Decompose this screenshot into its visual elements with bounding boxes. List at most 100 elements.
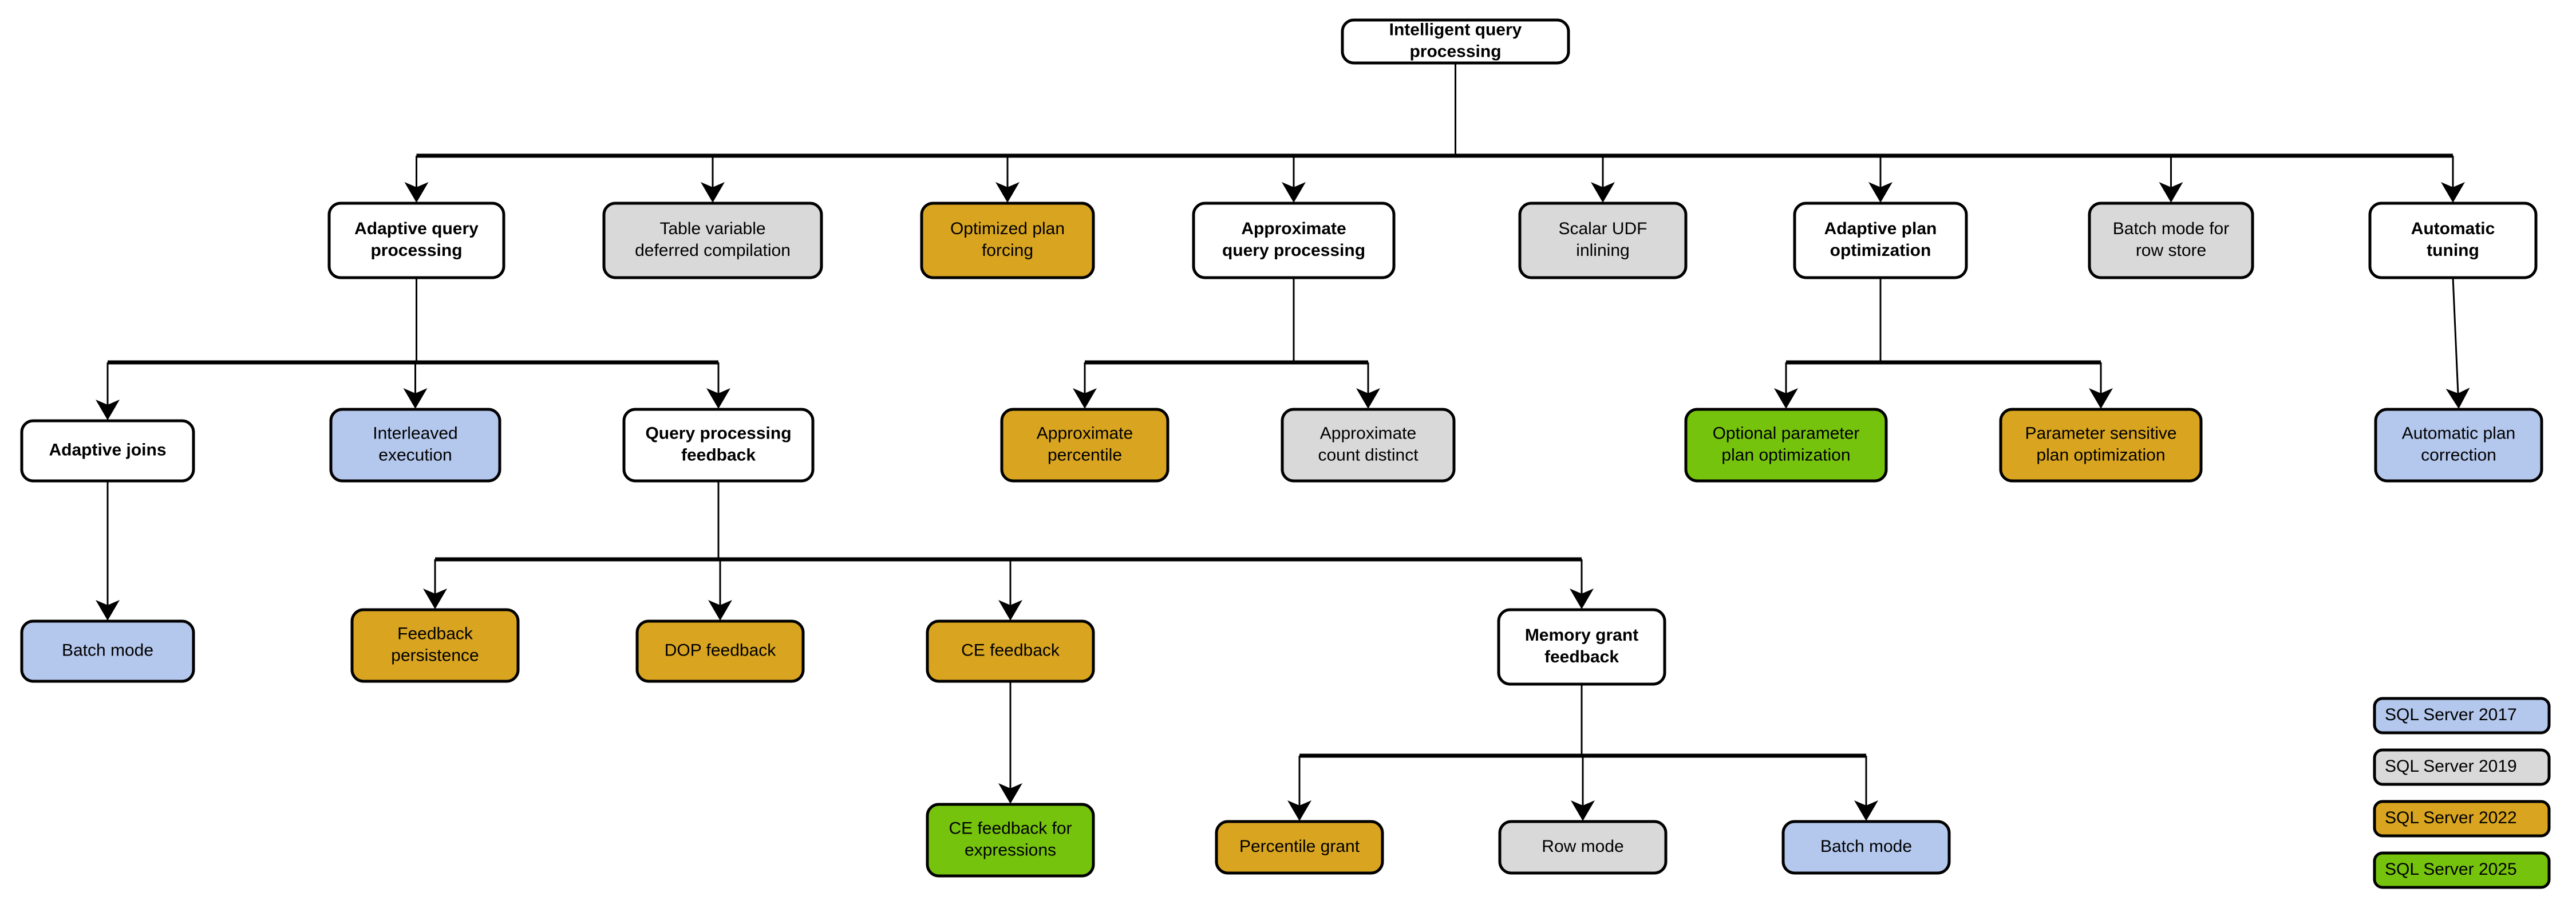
node-box [1341,18,1570,65]
node-optional-parameter-plan-optimization[interactable]: Optional parameter plan optimization [1684,408,1888,483]
connector-to-automatic-plan-correction [2445,277,2470,409]
node-label: Optional parameter [1713,424,1860,443]
node-label: plan optimization [2036,445,2165,464]
node-batch-mode-for-row-store[interactable]: Batch mode for row store [2088,202,2254,279]
node-label: Query processing [645,424,791,443]
node-label: Scalar UDF [1558,219,1647,238]
node-label: Approximate [1241,219,1346,238]
node-label: Batch mode [62,641,153,660]
node-query-processing-feedback[interactable]: Query processing feedback [622,408,815,483]
node-automatic-plan-correction[interactable]: Automatic plan correction [2374,408,2543,483]
legend-swatch [2373,851,2551,889]
node-box [1498,820,1668,875]
node-box [1781,820,1951,875]
legend-swatch [2373,697,2551,735]
legend-swatch [2373,748,2551,786]
node-box [926,619,1095,683]
node-label: Automatic [2411,219,2495,238]
node-label: Optimized plan [950,219,1065,238]
node-label: CE feedback [961,641,1060,660]
node-box [20,619,195,683]
node-approximate-count-distinct[interactable]: Approximate count distinct [1281,408,1456,483]
node-box [1497,608,1666,686]
node-label: plan optimization [1721,445,1850,464]
node-label: Batch mode [1820,837,1912,856]
node-label: CE feedback for [949,819,1072,838]
node-box [920,202,1095,279]
node-scalar-udf-inlining[interactable]: Scalar UDF inlining [1518,202,1688,279]
node-label: Adaptive joins [49,440,166,459]
node-percentile-grant[interactable]: Percentile grant [1215,820,1384,875]
node-label: count distinct [1318,445,1419,464]
node-label: Feedback [397,624,473,643]
node-label: forcing [982,241,1033,260]
node-box [1518,202,1688,279]
legend-item-sql-server-2017[interactable]: SQL Server 2017 [2373,697,2551,735]
edges-layer [96,63,2470,821]
node-label: percentile [1048,445,1122,464]
node-intelligent-query-processing[interactable]: Intelligent query processing [1341,18,1570,65]
node-label: correction [2421,445,2496,464]
node-label: Approximate [1037,424,1133,443]
node-label: Parameter sensitive [2025,424,2176,443]
node-parameter-sensitive-plan-optimization[interactable]: Parameter sensitive plan optimization [1999,408,2203,483]
node-row-mode-l4[interactable]: Row mode [1498,820,1668,875]
node-box [1215,820,1384,875]
node-label: Approximate [1320,424,1416,443]
node-box [602,202,823,279]
node-label: DOP feedback [665,641,777,660]
node-batch-mode-l4[interactable]: Batch mode [1781,820,1951,875]
node-box [1000,408,1170,483]
node-label: Interleaved [373,424,457,443]
legend-item-sql-server-2019[interactable]: SQL Server 2019 [2373,748,2551,786]
node-label: inlining [1576,241,1629,260]
node-label: deferred compilation [635,241,791,260]
node-label: tuning [2427,241,2479,260]
node-label: feedback [1544,647,1619,666]
node-label: Batch mode for [2113,219,2229,238]
node-optimized-plan-forcing[interactable]: Optimized plan forcing [920,202,1095,279]
legend-label: SQL Server 2017 [2385,705,2517,724]
node-batch-mode-l3[interactable]: Batch mode [20,619,195,683]
node-ce-feedback[interactable]: CE feedback [926,619,1095,683]
node-box [1281,408,1456,483]
node-adaptive-joins[interactable]: Adaptive joins [20,419,195,483]
node-label: execution [378,445,452,464]
node-label: processing [370,241,462,260]
node-label: Intelligent query [1389,20,1522,39]
node-label: Adaptive plan [1824,219,1937,238]
node-ce-feedback-for-expressions[interactable]: CE feedback for expressions [926,803,1095,878]
node-box [1684,408,1888,483]
legend-item-sql-server-2025[interactable]: SQL Server 2025 [2373,851,2551,889]
node-box [1192,202,1396,279]
node-automatic-tuning[interactable]: Automatic tuning [2368,202,2538,279]
node-label: Automatic plan [2402,424,2515,443]
node-box [2368,202,2538,279]
legend-label: SQL Server 2019 [2385,757,2517,776]
node-box [622,408,815,483]
node-label: feedback [681,445,756,464]
legend-item-sql-server-2022[interactable]: SQL Server 2022 [2373,800,2551,838]
node-label: processing [1409,42,1501,61]
node-dop-feedback[interactable]: DOP feedback [635,619,805,683]
legend-label: SQL Server 2022 [2385,808,2517,827]
node-box [2374,408,2543,483]
node-label: row store [2136,241,2206,260]
node-label: Row mode [1542,837,1623,856]
node-approximate-percentile[interactable]: Approximate percentile [1000,408,1170,483]
node-interleaved-execution[interactable]: Interleaved execution [329,408,501,483]
node-box [926,803,1095,878]
node-box [329,408,501,483]
node-label: expressions [965,840,1056,859]
legend-swatch [2373,800,2551,838]
